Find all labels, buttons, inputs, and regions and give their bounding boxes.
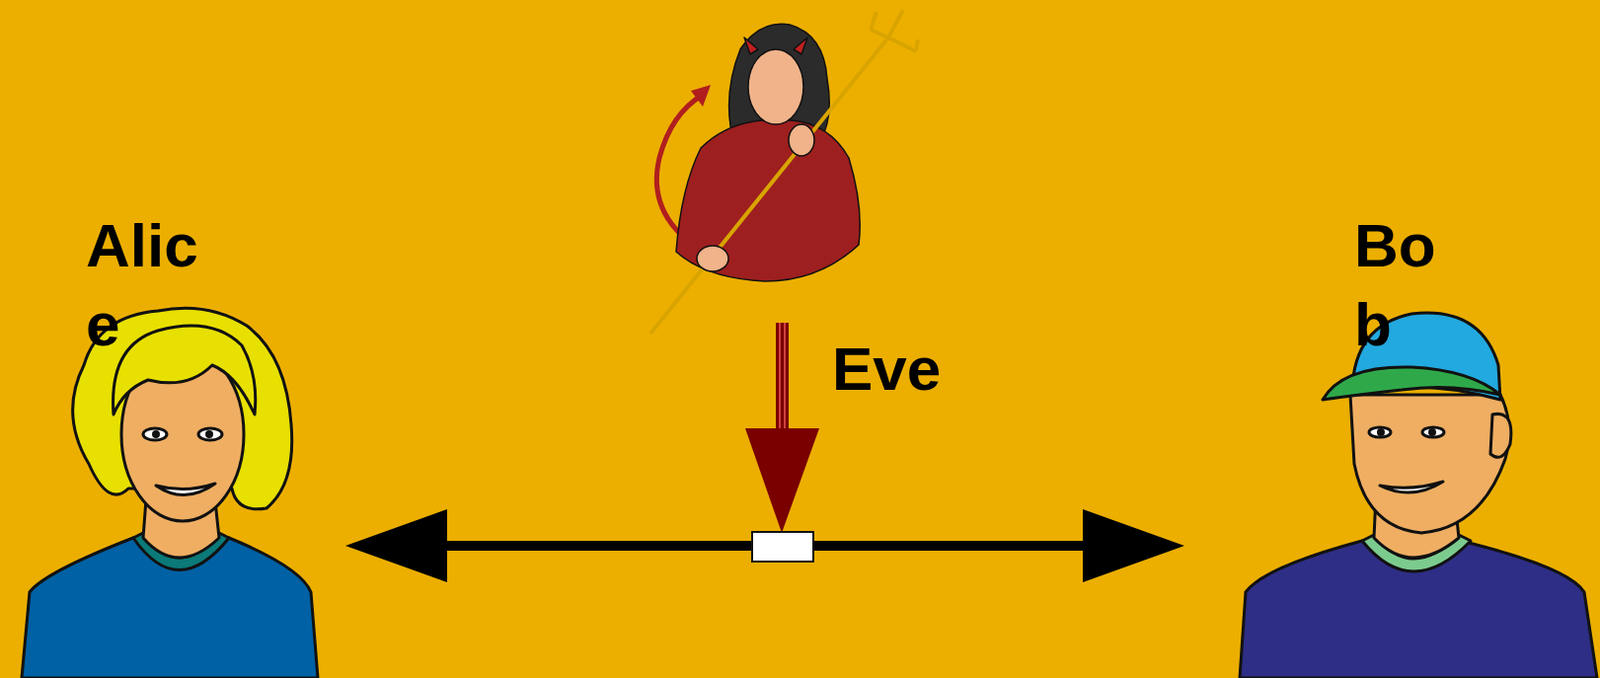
channel-tap-box xyxy=(752,532,814,562)
eavesdrop-arrow-shaft xyxy=(775,322,789,431)
person-name: Bob xyxy=(1354,206,1448,365)
eavesdrop-arrow xyxy=(745,322,820,534)
arrow-head xyxy=(1082,509,1185,583)
channel-line xyxy=(445,540,1085,551)
alice-figure xyxy=(21,307,318,678)
arrow-head xyxy=(345,509,448,583)
pitchfork-shaft xyxy=(650,37,889,334)
eavesdrop-arrow-stripe xyxy=(778,322,781,431)
bob-eye xyxy=(1422,427,1445,438)
bob-ear xyxy=(1490,413,1512,458)
bob-pupil xyxy=(1428,428,1437,437)
alice-eye xyxy=(198,428,223,441)
person-name: Alice xyxy=(85,206,210,365)
bob-eye xyxy=(1369,427,1391,438)
person-node: Eve xyxy=(641,7,958,403)
channel-arrow xyxy=(345,509,1185,583)
alice-pupil xyxy=(205,430,214,439)
alice-mouth xyxy=(155,483,216,496)
bob-figure xyxy=(1239,312,1598,678)
pitchfork-head xyxy=(870,9,918,52)
alice-pupil xyxy=(152,430,160,439)
eve-hand xyxy=(788,124,815,156)
eve-tail-tip xyxy=(690,84,711,107)
eve-face xyxy=(748,49,804,125)
person-node: Bob xyxy=(1184,212,1600,678)
person-name: Eve xyxy=(832,329,971,409)
eve-horn xyxy=(793,37,808,55)
person-node: Alice xyxy=(19,212,346,678)
bob-pupil xyxy=(1376,428,1385,437)
alice-eye xyxy=(143,428,167,441)
bob-face xyxy=(1350,394,1510,534)
eve-horn xyxy=(744,37,759,55)
eve-hand xyxy=(696,245,729,272)
alice-hair-front xyxy=(113,325,256,415)
bob-cap-brim xyxy=(1322,367,1501,400)
eavesdrop-arrow-stripe xyxy=(783,322,786,431)
eve-body xyxy=(676,120,860,282)
eve-figure xyxy=(650,9,918,334)
bob-mouth xyxy=(1379,481,1444,493)
eavesdrop-arrow-head xyxy=(745,428,820,534)
